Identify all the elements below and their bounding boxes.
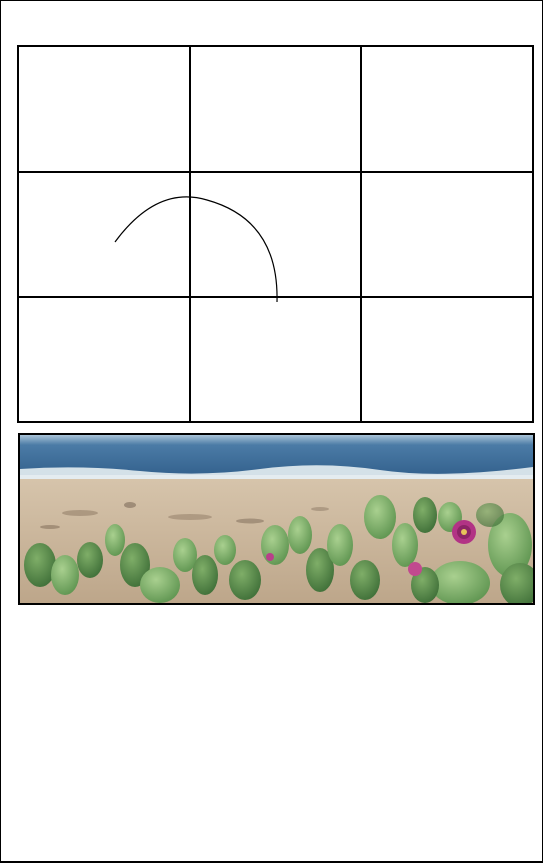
grid-cell-r3c1[interactable] — [19, 298, 189, 421]
grid-cell-r1c1[interactable] — [19, 47, 189, 171]
grid-cell-r2c1[interactable] — [19, 173, 189, 296]
grid-cell-r3c3[interactable] — [362, 298, 532, 421]
grid-canvas[interactable] — [17, 45, 535, 424]
beach-photo — [18, 433, 535, 605]
grid-cell-r2c3[interactable] — [362, 173, 532, 296]
grid-cell-r1c2[interactable] — [191, 47, 360, 171]
beach-photo-art — [20, 435, 533, 603]
grid-cell-r1c3[interactable] — [362, 47, 532, 171]
grid-svg[interactable] — [17, 45, 535, 424]
grid-cell-r3c2[interactable] — [191, 298, 360, 421]
